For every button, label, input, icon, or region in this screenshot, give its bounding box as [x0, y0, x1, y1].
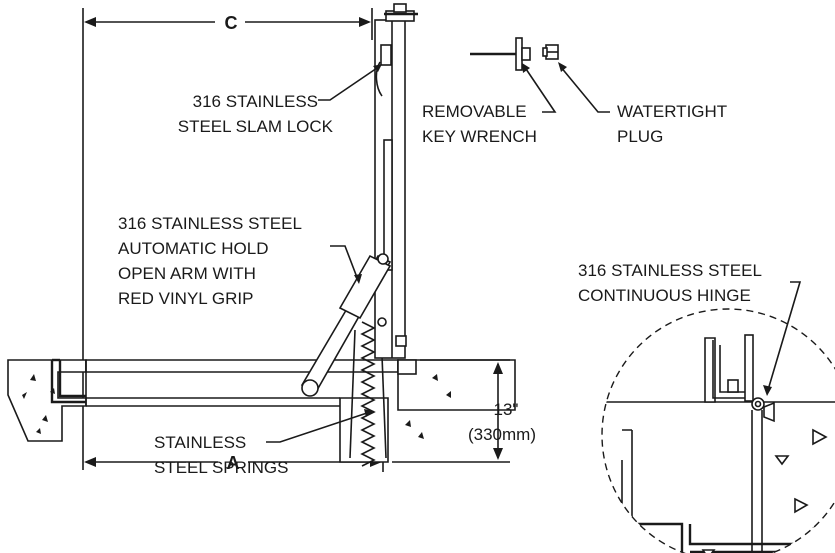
watertight-plug-icon [542, 44, 559, 60]
svg-text:REMOVABLE: REMOVABLE [422, 102, 527, 121]
svg-text:CONTINUOUS HINGE: CONTINUOUS HINGE [578, 286, 751, 305]
svg-text:316 STAINLESS: 316 STAINLESS [193, 92, 318, 111]
hinge-detail [601, 308, 835, 553]
hold-open-arm [300, 253, 392, 397]
svg-text:RED VINYL GRIP: RED VINYL GRIP [118, 289, 253, 308]
label-key-wrench: REMOVABLE KEY WRENCH [422, 102, 537, 146]
svg-text:PLUG: PLUG [617, 127, 663, 146]
dimension-depth: 13" (330mm) [392, 359, 536, 463]
dimension-a: A [84, 420, 384, 473]
label-hinge: 316 STAINLESS STEEL CONTINUOUS HINGE [578, 261, 762, 305]
depth-inches: 13" [494, 400, 519, 419]
svg-text:AUTOMATIC HOLD: AUTOMATIC HOLD [118, 239, 269, 258]
svg-text:316 STAINLESS STEEL: 316 STAINLESS STEEL [578, 261, 762, 280]
label-slam-lock: 316 STAINLESS STEEL SLAM LOCK [178, 92, 334, 136]
svg-text:OPEN ARM WITH: OPEN ARM WITH [118, 264, 256, 283]
channel-frame [50, 358, 86, 404]
svg-text:316 STAINLESS STEEL: 316 STAINLESS STEEL [118, 214, 302, 233]
svg-text:STEEL SPRINGS: STEEL SPRINGS [154, 458, 288, 477]
depth-mm: (330mm) [468, 425, 536, 444]
svg-text:STEEL SLAM LOCK: STEEL SLAM LOCK [178, 117, 334, 136]
svg-text:WATERTIGHT: WATERTIGHT [617, 102, 727, 121]
label-hold-open-arm: 316 STAINLESS STEEL AUTOMATIC HOLD OPEN … [118, 214, 302, 308]
dimension-c-label: C [225, 13, 238, 33]
dimension-c: C [82, 8, 373, 470]
key-wrench-icon [470, 37, 531, 71]
concrete-slab [7, 359, 516, 442]
label-watertight-plug: WATERTIGHT PLUG [617, 102, 727, 146]
svg-text:KEY WRENCH: KEY WRENCH [422, 127, 537, 146]
leader-lines [266, 62, 802, 443]
dimension-a-label: A [227, 453, 240, 473]
door-leaf [374, 19, 417, 375]
slam-lock [384, 3, 418, 22]
svg-text:STAINLESS: STAINLESS [154, 433, 246, 452]
label-springs: STAINLESS STEEL SPRINGS [154, 433, 288, 477]
